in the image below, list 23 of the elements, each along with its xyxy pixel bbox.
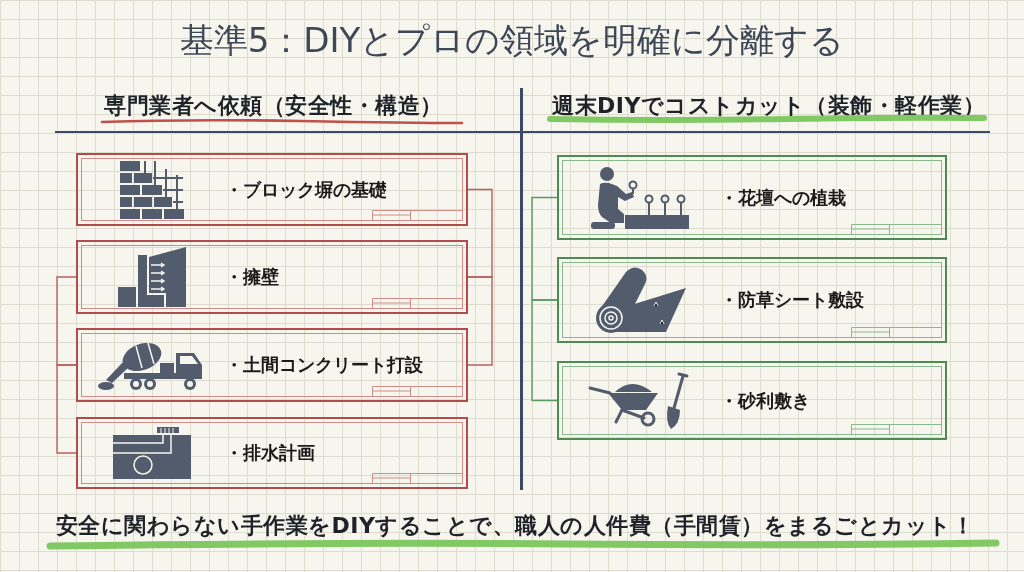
task-label: ・擁壁 <box>225 265 279 289</box>
task-box <box>557 155 947 240</box>
connector-line <box>531 299 558 402</box>
connector-line <box>467 276 493 366</box>
title-text: 基準5：DIYとプロの領域を明確に分離する <box>179 19 845 62</box>
task-box <box>557 257 947 343</box>
task-label: ・防草シート敷設 <box>720 288 864 312</box>
task-label: ・砂利敷き <box>720 388 810 413</box>
connector-line <box>467 188 493 278</box>
task-box <box>76 153 468 226</box>
task-box <box>557 361 947 440</box>
task-label: ・ブロック塀の基礎 <box>225 177 387 202</box>
connector-line <box>531 196 558 301</box>
task-label: ・花壇への植栽 <box>720 185 846 210</box>
column-heading: 専門業者へ依頼（安全性・構造） <box>104 93 443 119</box>
task-box <box>76 417 468 489</box>
connector-line <box>56 276 77 366</box>
task-box <box>76 328 468 402</box>
task-box <box>76 240 468 314</box>
connector-line <box>56 364 77 454</box>
caption-text: 安全に関わらない手作業をDIYすることで、職人の人件費（手間賃）をまるごとカット！ <box>55 512 975 540</box>
task-label: ・排水計画 <box>225 441 315 465</box>
task-label: ・土間コンクリート打設 <box>225 353 423 377</box>
